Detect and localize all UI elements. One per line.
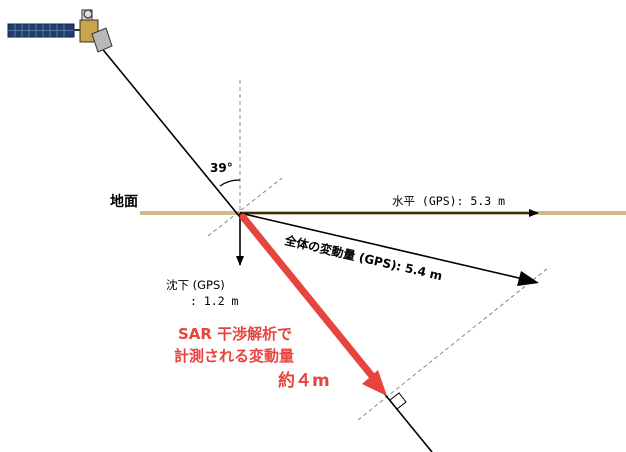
horizontal-label: 水平 (GPS): 5.3 m — [392, 194, 505, 208]
sar-label-line2: 計測される変動量 — [174, 347, 294, 365]
satellite-icon — [7, 9, 113, 53]
sar-arrow-head — [362, 370, 387, 396]
total-displacement-arrow — [239, 212, 537, 283]
subsidence-label-line1: 沈下 (GPS) — [166, 278, 225, 292]
total-label: 全体の変動量 (GPS): 5.4 m — [282, 232, 444, 283]
right-angle-marker — [389, 392, 407, 410]
angle-label: 39° — [210, 161, 233, 175]
total-arrow-head — [517, 271, 539, 286]
perpendicular-reference-dashed — [207, 177, 283, 237]
angle-arc — [219, 179, 241, 187]
sar-label-line1: SAR 干渉解析で — [178, 325, 292, 343]
sar-label-line3: 約４m — [278, 370, 330, 391]
subsidence-label-line2: : 1.2 m — [190, 294, 239, 308]
projection-dashed-line — [357, 267, 549, 421]
ground-label: 地面 — [110, 193, 138, 210]
sar-displacement-arrow — [239, 213, 376, 380]
